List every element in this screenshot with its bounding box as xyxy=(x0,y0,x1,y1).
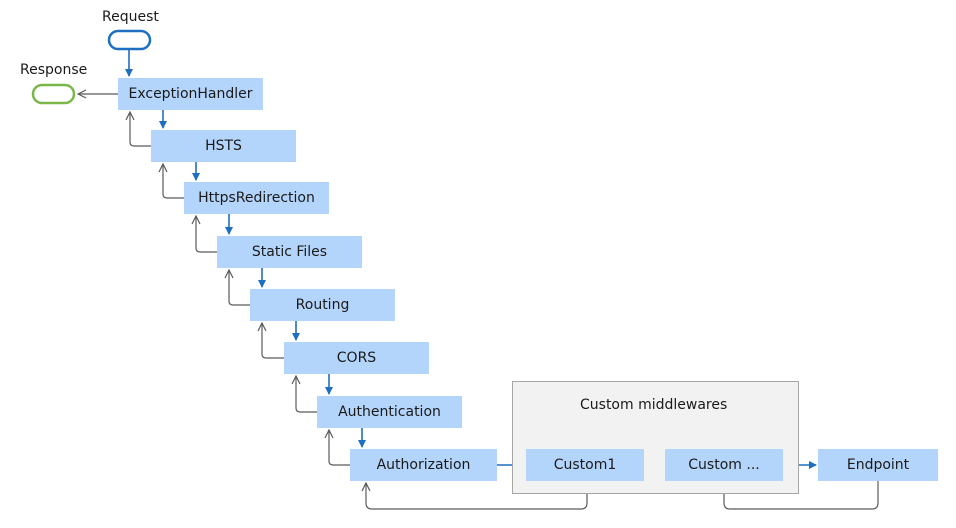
custom1-to-authorization-return-arrow xyxy=(366,481,588,510)
response-label: Response xyxy=(20,62,88,78)
middleware-https-redirection: HttpsRedirection xyxy=(184,182,329,214)
return-arrow-6 xyxy=(329,430,350,466)
return-arrow-0 xyxy=(130,112,151,147)
middleware-custom-more: Custom ... xyxy=(665,449,783,481)
return-arrow-5 xyxy=(296,376,317,413)
response-pill-icon xyxy=(31,83,76,105)
middleware-custom1: Custom1 xyxy=(526,449,644,481)
request-pill-icon xyxy=(107,29,152,51)
endpoint-box: Endpoint xyxy=(818,449,938,481)
request-label: Request xyxy=(102,9,159,25)
custom-middlewares-title: Custom middlewares xyxy=(580,397,728,413)
endpoint-to-custommore-return-arrow xyxy=(724,481,879,510)
middleware-authorization: Authorization xyxy=(350,449,497,481)
middleware-authentication: Authentication xyxy=(317,396,462,428)
middleware-static-files: Static Files xyxy=(217,236,362,268)
return-arrow-2 xyxy=(196,216,217,253)
middleware-hsts: HSTS xyxy=(151,130,296,162)
middleware-routing: Routing xyxy=(250,289,395,321)
middleware-cors: CORS xyxy=(284,342,429,374)
return-arrow-1 xyxy=(163,164,184,199)
return-arrow-3 xyxy=(229,270,250,306)
return-arrow-4 xyxy=(262,323,284,359)
middleware-exception-handler: ExceptionHandler xyxy=(118,78,263,110)
